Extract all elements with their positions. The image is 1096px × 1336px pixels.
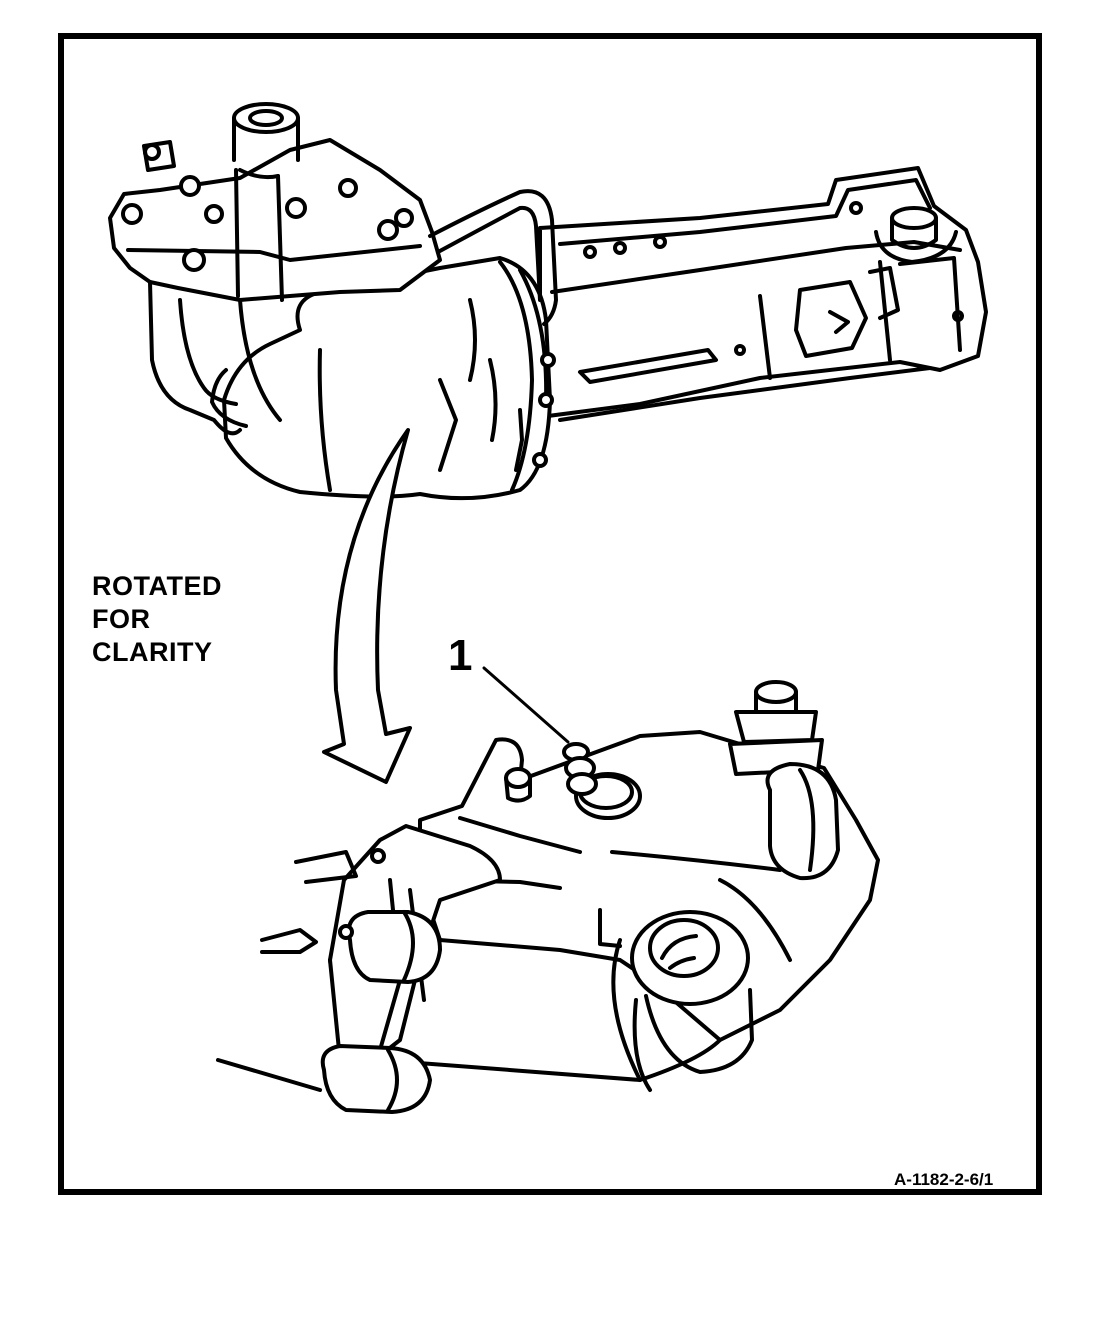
pressure-fitting: [728, 680, 824, 776]
linkage-pins: [216, 848, 386, 1092]
side-cover: [108, 138, 442, 436]
rotation-note-line-2: FOR: [92, 604, 151, 634]
cylinder-port: [765, 762, 840, 881]
gear-housing-lower: [328, 730, 880, 1082]
rotation-note: ROTATED FOR CLARITY: [92, 570, 222, 669]
valve-port: [630, 910, 754, 1092]
gear-housing-upper: [222, 256, 556, 501]
mounting-bracket: [538, 166, 988, 422]
stud: [504, 767, 532, 803]
cover-cap: [346, 910, 442, 984]
bracket-boss: [874, 206, 958, 264]
figure-identifier: A-1182-2-6/1: [894, 1170, 994, 1189]
item-callout-number: 1: [448, 631, 473, 680]
hydraulic-line: [428, 189, 558, 326]
input-shaft: [232, 102, 300, 302]
snap-ring-spring: [562, 742, 642, 820]
cover-cap-lower: [320, 1044, 432, 1114]
rotation-note-line-3: CLARITY: [92, 637, 213, 667]
rotation-note-line-1: ROTATED: [92, 571, 222, 601]
lower-assembly-drawing: [216, 680, 880, 1114]
item-leader-line: [482, 666, 570, 744]
upper-assembly-drawing: [108, 102, 988, 501]
rotation-arrow: [322, 428, 412, 784]
